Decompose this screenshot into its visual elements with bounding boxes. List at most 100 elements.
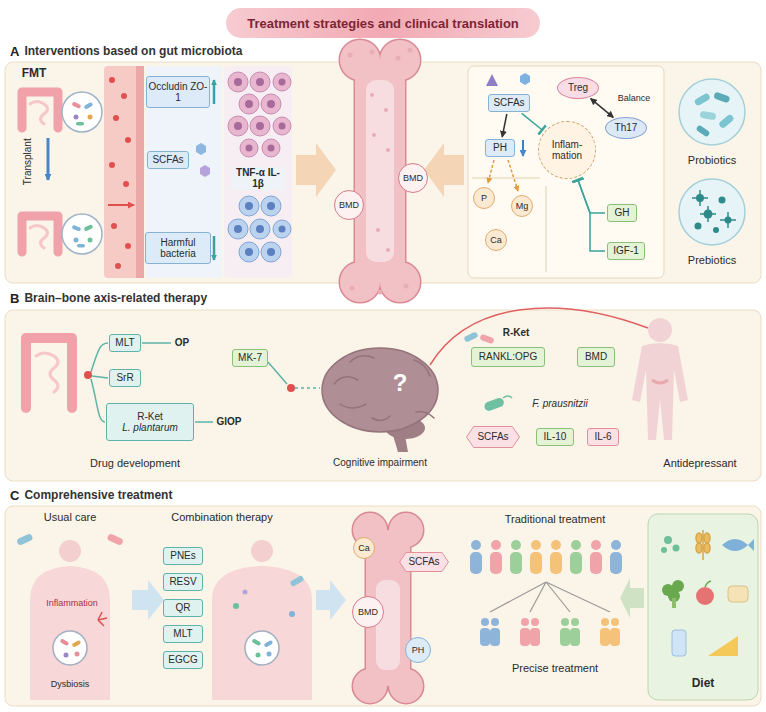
factor-box: IL-6 xyxy=(587,428,619,446)
factor-circle: BMD xyxy=(352,596,384,628)
node-text: R-Ket xyxy=(137,411,163,423)
panel: A Interventions based on gut microbiotaOc… xyxy=(0,40,766,285)
pill-icon xyxy=(463,331,478,342)
panel-ground xyxy=(5,62,761,706)
brain xyxy=(416,412,434,418)
label-text: F. prausnitzii xyxy=(532,398,587,410)
intestinal-wall xyxy=(213,236,216,260)
label-text: Antidepressant xyxy=(663,457,736,470)
people-icons xyxy=(511,540,521,550)
panel-heading: Interventions based on gut microbiota xyxy=(24,44,242,58)
origin-dot xyxy=(287,384,295,392)
mechanism-frame xyxy=(468,66,664,278)
immune-cells xyxy=(228,72,248,92)
torso xyxy=(212,566,312,700)
block-arrow xyxy=(620,578,644,618)
factor-circle: Ca xyxy=(485,229,507,251)
factor-box: IGF-1 xyxy=(607,242,645,260)
immune-cells xyxy=(261,94,281,114)
node-text: RESV xyxy=(169,576,196,588)
immune-cells xyxy=(239,242,259,262)
branch-lines xyxy=(91,379,105,422)
label-text: Inflammation xyxy=(44,598,100,608)
intestinal-wall xyxy=(108,204,134,206)
label-text: FMT xyxy=(22,67,47,81)
inflammation-mark xyxy=(98,612,107,626)
bacteria xyxy=(76,122,84,126)
label-text: Cognitive impairment xyxy=(333,457,427,469)
intestinal-wall xyxy=(196,143,206,155)
node-text: PH xyxy=(493,142,507,154)
node-text: RANKL:OPG xyxy=(479,351,537,363)
factor-box: SrR xyxy=(109,369,141,387)
bone xyxy=(386,148,390,152)
people-icons xyxy=(560,628,570,646)
mechanism-frame xyxy=(472,178,546,272)
microbiota-lens xyxy=(62,214,102,254)
panel-letter: B xyxy=(10,291,19,306)
node-text: QR xyxy=(176,602,191,614)
diet-panel xyxy=(662,580,684,608)
immune-cells xyxy=(245,248,253,256)
node-text: IL-6 xyxy=(594,431,611,443)
node-text: SCFAs xyxy=(493,97,524,109)
immune-cells xyxy=(239,196,259,216)
label-text: OP xyxy=(175,337,189,349)
bone xyxy=(353,513,423,703)
diet-panel xyxy=(705,581,711,587)
factor-circle: PH xyxy=(405,637,431,663)
pill-icon xyxy=(106,533,123,546)
title-banner xyxy=(226,8,540,38)
people-icons xyxy=(591,540,601,550)
diet-panel xyxy=(728,586,748,602)
branch-lines xyxy=(195,421,213,423)
prebiotics-icon xyxy=(692,190,708,206)
people-icons xyxy=(530,540,620,646)
brain xyxy=(322,348,438,452)
gut-lens xyxy=(264,640,274,648)
panel-letter: A xyxy=(10,44,19,59)
immune-cells xyxy=(228,72,291,157)
branch-lines xyxy=(295,387,320,389)
intestinal-wall xyxy=(200,165,210,177)
immune-cells xyxy=(228,196,291,262)
people-icons xyxy=(570,628,580,646)
intestinal-wall xyxy=(111,223,117,229)
node-text: Occludin ZO-1 xyxy=(147,81,209,104)
node-text: Harmful bacteria xyxy=(146,237,210,260)
connector xyxy=(502,114,507,137)
pill-icon xyxy=(16,533,33,546)
label-text: Diet xyxy=(692,677,715,691)
people-icons xyxy=(550,552,562,574)
node-text: IGF-1 xyxy=(613,245,639,257)
node-text: Ca xyxy=(490,235,502,245)
bone xyxy=(389,669,423,703)
people-icons xyxy=(490,582,610,612)
therapy-icons xyxy=(233,603,239,609)
factor-box: PNEs xyxy=(163,547,203,565)
block-arrow xyxy=(424,143,464,197)
people-icons xyxy=(531,618,539,626)
colon-icon xyxy=(26,338,72,408)
brain xyxy=(372,416,390,421)
mechanism-frame xyxy=(508,160,518,191)
intestinal-wall xyxy=(136,66,144,278)
gut-lens xyxy=(252,638,262,646)
immune-cells xyxy=(234,225,242,233)
bacteria xyxy=(88,115,93,120)
factor-box: IL-10 xyxy=(536,428,574,446)
therapy-icons xyxy=(243,590,248,595)
person-silhouette xyxy=(648,318,672,342)
bacteria xyxy=(77,244,85,248)
label-text: TNF-α IL-1β xyxy=(231,167,285,190)
label-text: Usual care xyxy=(44,511,97,524)
immune-cells xyxy=(245,100,253,108)
diet-panel xyxy=(708,636,738,656)
block-arrow xyxy=(296,143,336,197)
gut-lens xyxy=(245,631,279,665)
node-text: Inflam- mation xyxy=(539,139,595,162)
node-text: SrR xyxy=(116,372,133,384)
people-icons xyxy=(600,628,610,646)
label-text: Prebiotics xyxy=(688,254,736,267)
brain xyxy=(414,360,430,376)
